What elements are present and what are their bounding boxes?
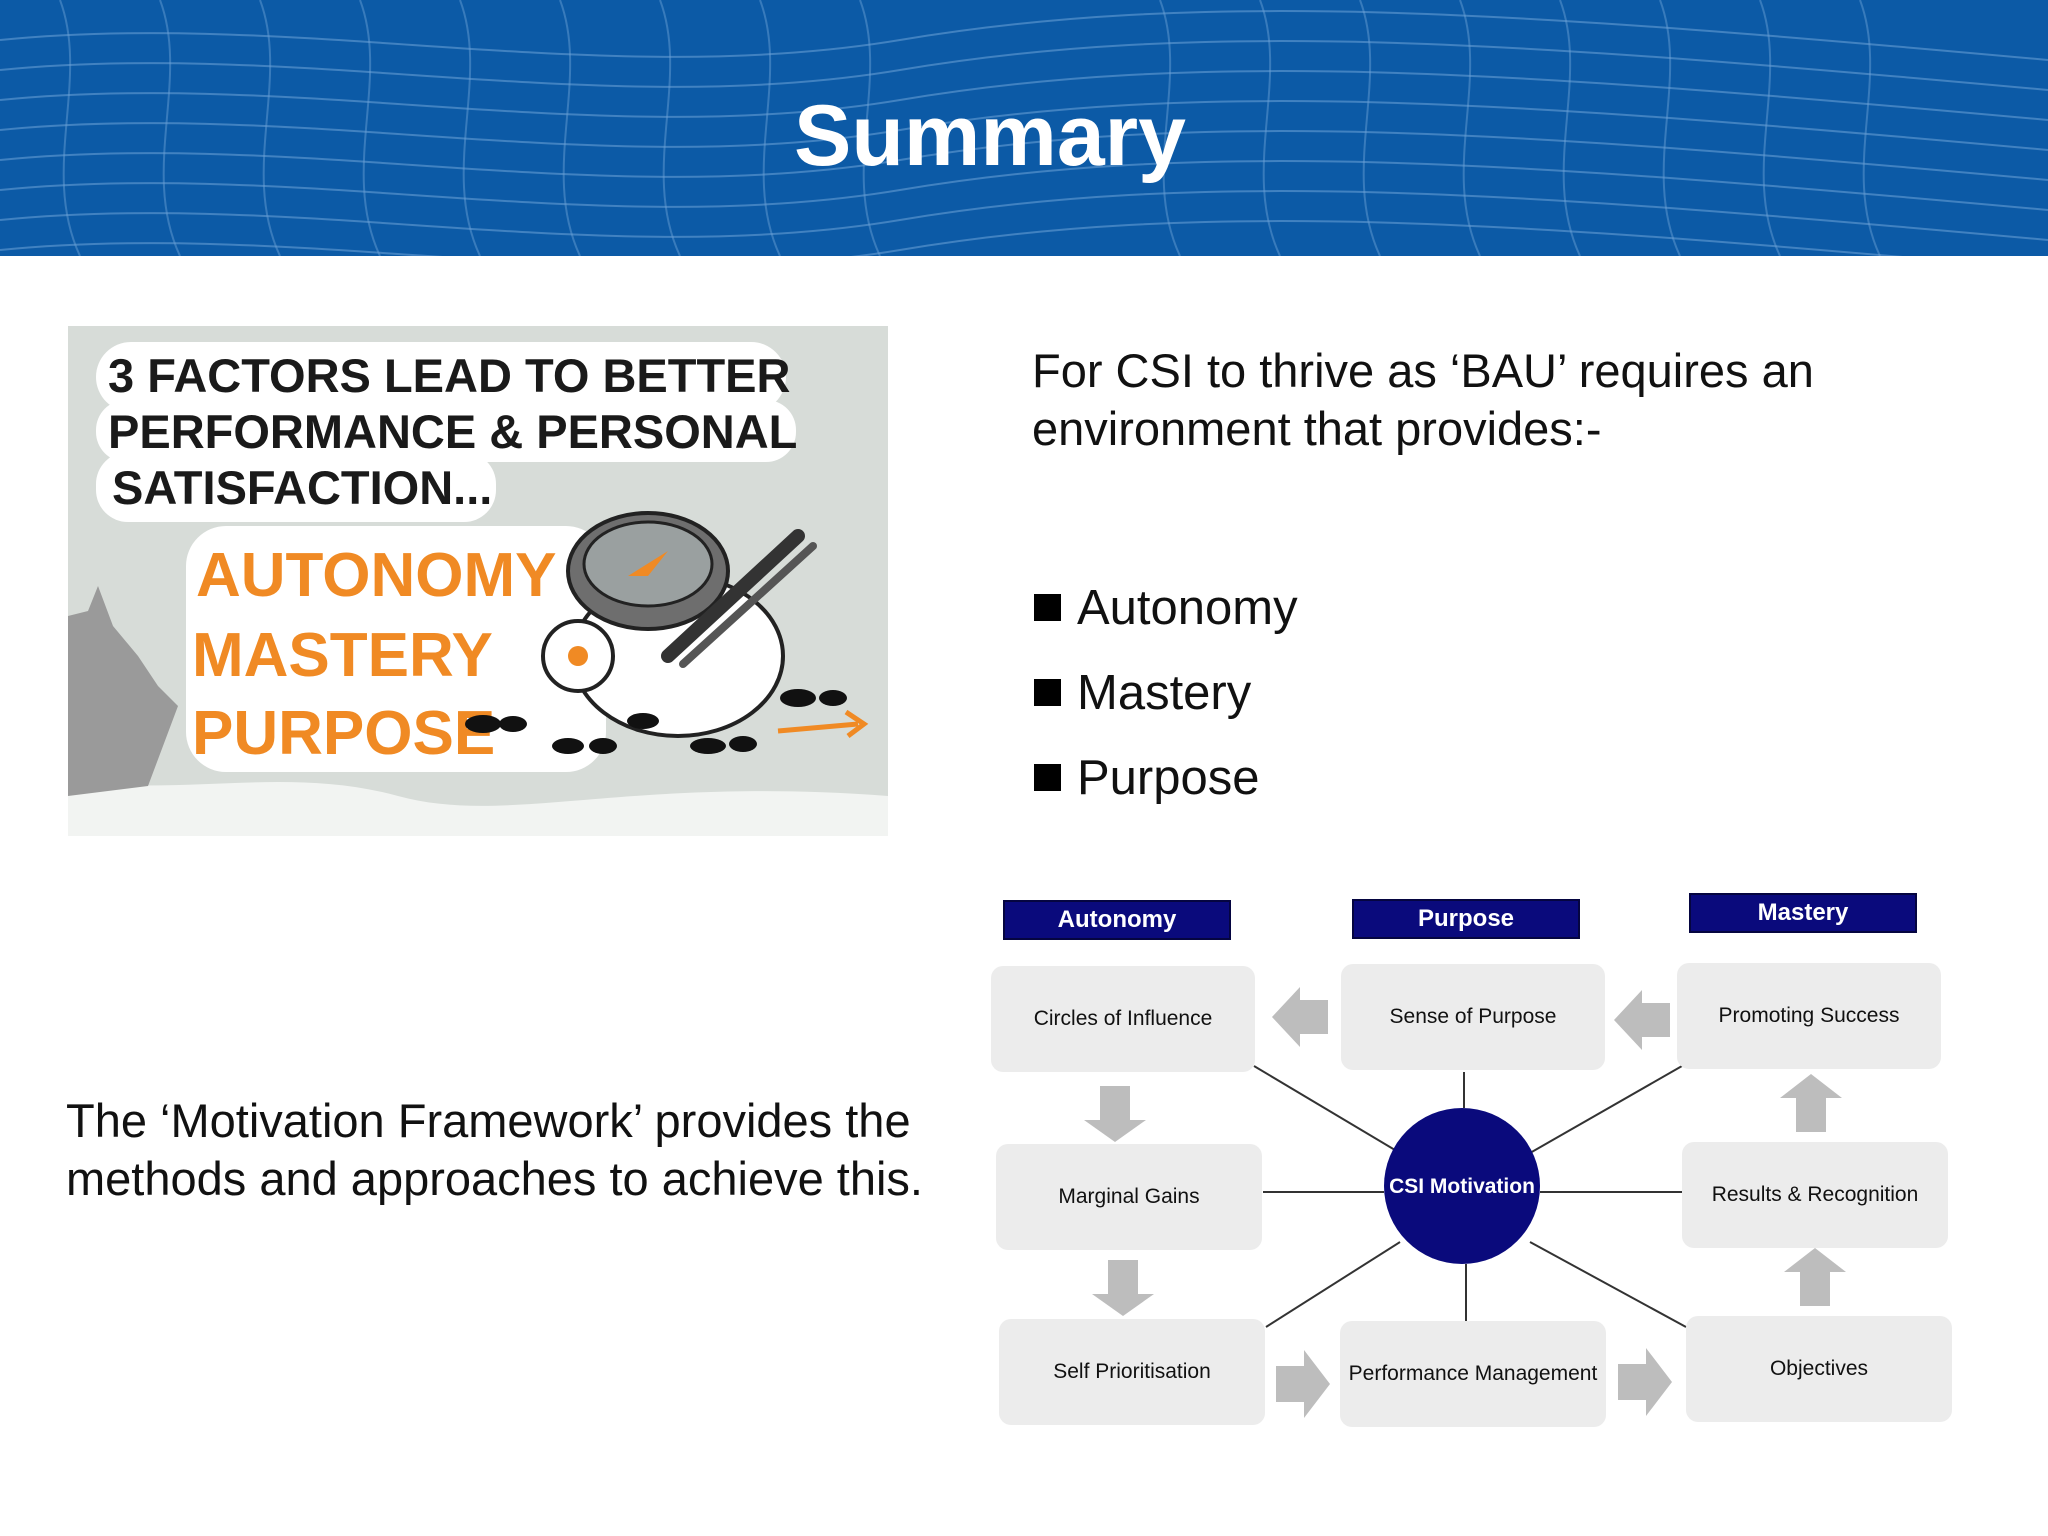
page-title: Summary: [794, 88, 1186, 184]
node-circles-of-influence: Circles of Influence: [991, 966, 1255, 1072]
factor-word-purpose: PURPOSE: [192, 699, 495, 768]
bullet-square-icon: [1034, 764, 1061, 791]
factor-word-mastery: MASTERY: [192, 621, 493, 690]
header-autonomy: Autonomy: [1003, 900, 1231, 940]
bullet-item: Mastery: [1034, 650, 1298, 735]
direction-arrow-line: [777, 721, 859, 734]
bullet-autonomy: Autonomy: [1077, 580, 1298, 635]
node-objectives: Objectives: [1686, 1316, 1952, 1422]
compass-needle: [628, 551, 668, 576]
rock-shape: [68, 586, 178, 796]
lead-text: For CSI to thrive as ‘BAU’ requires an e…: [1032, 344, 1814, 455]
caption-line-1: 3 FACTORS LEAD TO BETTER: [108, 349, 790, 402]
motivation-sketch-illustration: 3 FACTORS LEAD TO BETTER PERFORMANCE & P…: [68, 326, 888, 836]
pen-1: [661, 529, 805, 663]
bullet-item: Purpose: [1034, 735, 1298, 820]
bullet-square-icon: [1034, 679, 1061, 706]
connector-line: [1253, 1065, 1401, 1154]
arrow-down-icon: [1092, 1260, 1154, 1316]
title-banner: Summary: [0, 0, 2048, 256]
bullet-square-icon: [1034, 594, 1061, 621]
header-purpose: Purpose: [1352, 899, 1580, 939]
arrow-right-icon: [1276, 1350, 1330, 1418]
mesh-background: [0, 0, 2048, 256]
node-promoting-success: Promoting Success: [1677, 963, 1941, 1069]
caption-bubble-1: [96, 342, 786, 412]
header-mastery: Mastery: [1689, 893, 1917, 933]
arrow-up-icon: [1784, 1248, 1846, 1306]
factor-word-autonomy: AUTONOMY: [196, 541, 557, 610]
arrow-up-icon: [1780, 1074, 1842, 1132]
factor-words-bubble: [186, 526, 606, 772]
caption-line-2: PERFORMANCE & PERSONAL: [108, 405, 797, 458]
footprints: [465, 689, 847, 754]
caption-bubble-3: [96, 452, 496, 522]
bullet-purpose: Purpose: [1077, 750, 1260, 805]
arrow-right-icon: [1618, 1348, 1672, 1416]
framework-text: The ‘Motivation Framework’ provides the …: [66, 1094, 923, 1205]
caption-bubble-2: [96, 400, 796, 462]
arrow-down-icon: [1084, 1086, 1146, 1142]
connector-line: [1265, 1241, 1401, 1328]
caption-line-3: SATISFACTION...: [112, 461, 492, 514]
arrow-left-icon: [1614, 990, 1670, 1050]
arrow-left-icon: [1272, 987, 1328, 1047]
connector-line: [1529, 1241, 1687, 1328]
pen-2: [679, 542, 817, 668]
node-sense-of-purpose: Sense of Purpose: [1341, 964, 1605, 1070]
node-results-recognition: Results & Recognition: [1682, 1142, 1948, 1248]
sketch-ground-fade: [68, 781, 888, 836]
direction-arrow-head: [844, 709, 869, 738]
connector-line: [1529, 1065, 1683, 1154]
bullet-list: Autonomy Mastery Purpose: [1034, 565, 1298, 820]
bullet-mastery: Mastery: [1077, 665, 1252, 720]
character-face-mark: [568, 646, 588, 666]
center-csi-motivation: CSI Motivation: [1384, 1108, 1540, 1264]
node-performance-management: Performance Management: [1340, 1321, 1606, 1427]
node-marginal-gains: Marginal Gains: [996, 1144, 1262, 1250]
bullet-item: Autonomy: [1034, 565, 1298, 650]
node-self-prioritisation: Self Prioritisation: [999, 1319, 1265, 1425]
